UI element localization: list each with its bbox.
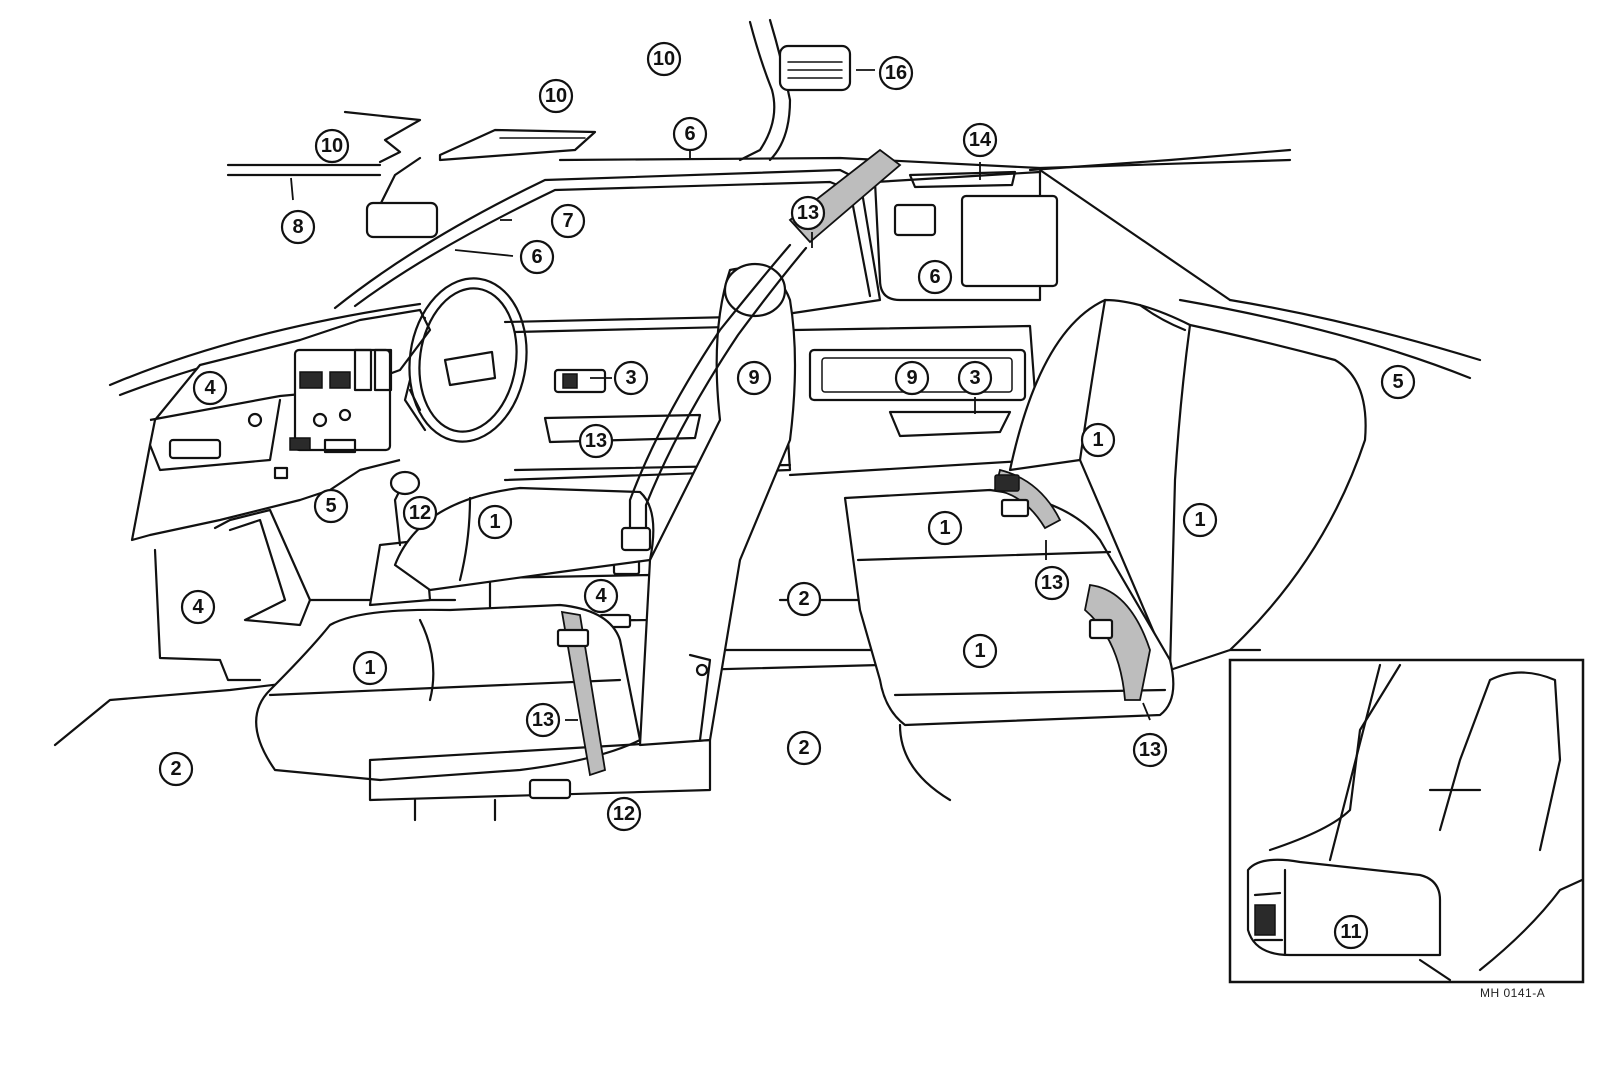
svg-text:3: 3 [969,367,980,389]
callout-9: 9 [736,360,772,396]
svg-text:9: 9 [748,367,759,389]
callout-5: 5 [313,488,349,524]
svg-text:10: 10 [653,48,675,70]
svg-text:1: 1 [939,517,950,539]
callout-3: 3 [957,360,993,396]
svg-text:9: 9 [906,367,917,389]
svg-text:11: 11 [1340,921,1361,943]
svg-text:1: 1 [489,511,500,533]
callout-1: 1 [1080,422,1116,458]
rear-door-panel [788,324,1042,477]
svg-text:5: 5 [325,495,336,517]
svg-text:5: 5 [1392,371,1403,393]
svg-text:10: 10 [321,135,343,157]
callout-4: 4 [180,589,216,625]
svg-text:10: 10 [545,85,567,107]
leader-lines [290,69,1151,721]
svg-text:16: 16 [885,62,907,84]
svg-text:8: 8 [292,216,303,238]
svg-text:2: 2 [798,737,809,759]
callout-9: 9 [894,360,930,396]
figure-code: MH 0141-A [1480,986,1546,1000]
svg-text:2: 2 [170,758,181,780]
svg-text:2: 2 [798,588,809,610]
callout-5: 5 [1380,364,1416,400]
callout-1: 1 [927,510,963,546]
svg-text:1: 1 [364,657,375,679]
callout-6: 6 [917,259,953,295]
armrest-inset [1228,658,1585,984]
svg-text:14: 14 [969,129,992,151]
callout-6: 6 [672,116,708,152]
front-right-seatback [638,262,797,747]
steering-wheel [403,277,528,443]
svg-text:13: 13 [797,202,819,224]
callout-12: 12 [606,796,642,832]
dome-light [778,44,852,92]
callout-4: 4 [192,370,228,406]
callout-1: 1 [962,633,998,669]
seat-belts [556,148,1151,777]
roof-outline [226,18,1482,380]
callout-10: 10 [314,128,350,164]
callout-6: 6 [519,239,555,275]
svg-text:13: 13 [1139,739,1161,761]
svg-text:4: 4 [192,596,204,618]
svg-text:1: 1 [1194,509,1205,531]
svg-text:3: 3 [625,367,636,389]
dashboard [130,308,432,542]
callout-1: 1 [1182,502,1218,538]
svg-text:12: 12 [613,803,635,825]
callout-1: 1 [352,650,388,686]
sun-visor [343,110,597,164]
callout-16: 16 [878,55,914,91]
svg-text:4: 4 [204,377,216,399]
svg-text:1: 1 [1092,429,1103,451]
callout-2: 2 [158,751,194,787]
callout-12: 12 [402,495,438,531]
svg-text:6: 6 [531,246,542,268]
rear-seat-cushion [843,488,1175,802]
front-left-seat [393,486,655,592]
svg-text:7: 7 [562,210,573,232]
svg-text:12: 12 [409,502,431,524]
callout-2: 2 [786,581,822,617]
svg-text:6: 6 [929,266,940,288]
svg-text:1: 1 [974,640,985,662]
rear-side-window [873,170,1059,302]
callout-7: 7 [550,203,586,239]
callout-13: 13 [525,702,561,738]
svg-text:6: 6 [684,123,695,145]
callout-14: 14 [962,122,998,158]
callout-3: 3 [613,360,649,396]
callout-2: 2 [786,730,822,766]
callout-13: 13 [1034,565,1070,601]
svg-text:13: 13 [1041,572,1063,594]
svg-text:13: 13 [532,709,554,731]
rear-seat-back [1008,298,1367,672]
callout-1: 1 [477,504,513,540]
rear-view-mirror [365,156,439,239]
callout-10: 10 [538,78,574,114]
svg-text:13: 13 [585,430,607,452]
callout-4: 4 [583,578,619,614]
svg-text:4: 4 [595,585,607,607]
callout-13: 13 [578,423,614,459]
callout-10: 10 [646,41,682,77]
callout-11: 11 [1333,914,1369,950]
callout-13: 13 [790,195,826,231]
callout-8: 8 [280,209,316,245]
callout-13: 13 [1132,732,1168,768]
